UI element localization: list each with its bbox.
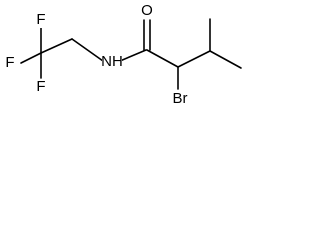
nitrogen-label-background (102, 53, 122, 70)
bond-branch-methyl-right (209, 50, 242, 69)
bond-alpha-branch (177, 50, 211, 68)
fluorine-bottom-atom-label: F (36, 78, 45, 95)
oxygen-atom-label: O (141, 2, 153, 19)
bond-carbonyl-alpha (146, 49, 179, 68)
bromine-label-background (169, 90, 191, 108)
fluorine-top-label-background (35, 12, 47, 28)
bond-cf3-ch2 (40, 38, 73, 54)
atom-label-layer: O NH Br F F F (4, 2, 191, 108)
nitrogen-atom-label: NH (101, 53, 123, 70)
bond-ch2-n (71, 38, 104, 62)
diagram-canvas: O NH Br F F F (0, 0, 252, 116)
fluorine-left-label-background (4, 55, 16, 71)
fluorine-bottom-label-background (35, 79, 47, 95)
molecule-structure: O NH Br F F F (4, 2, 242, 108)
bond-cf3-f-left (20, 52, 42, 64)
bond-layer (20, 18, 242, 90)
oxygen-label-background (140, 3, 154, 19)
bond-n-carbonyl (119, 49, 147, 62)
fluorine-left-atom-label: F (5, 54, 14, 71)
fluorine-top-atom-label: F (36, 11, 45, 28)
bromine-atom-label: Br (173, 90, 188, 107)
